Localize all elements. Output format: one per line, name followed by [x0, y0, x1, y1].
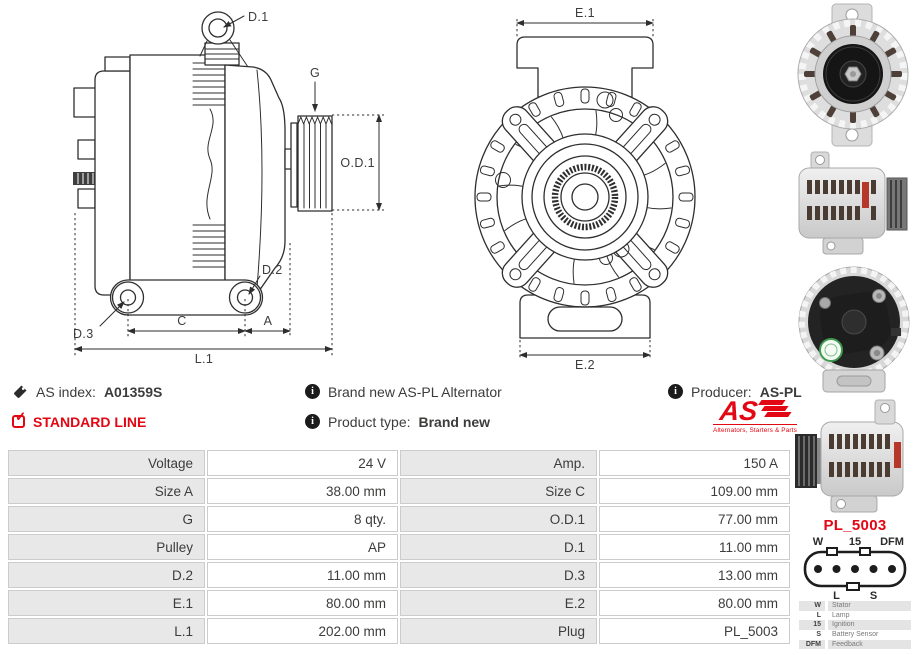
plug-pin-legend: W Stator L Lamp 15 Ignition S Battery Se…	[799, 601, 911, 650]
pin-label-15: 15	[849, 536, 861, 548]
as-pl-logo-subtitle: Alternators, Starters & Parts	[713, 424, 797, 434]
spec-value-cell: 8 qty.	[207, 506, 398, 532]
spec-label-cell: L.1	[8, 618, 205, 644]
legend-row: 15 Ignition	[799, 620, 911, 631]
spec-label-cell: Voltage	[8, 450, 205, 476]
dim-label-c: C	[177, 314, 186, 328]
pin-label-l: L	[833, 590, 840, 600]
as-index-row: AS index: A01359S	[12, 383, 162, 400]
standard-line-row: ✓ STANDARD LINE	[12, 410, 147, 430]
brand-new-text: Brand new AS-PL Alternator	[328, 383, 502, 400]
spec-value-cell: 109.00 mm	[599, 478, 790, 504]
dim-label-a: A	[264, 314, 273, 328]
dim-label-e2: E.2	[575, 358, 595, 371]
spec-value-cell: 77.00 mm	[599, 506, 790, 532]
spec-label-cell: D.1	[400, 534, 597, 560]
spec-label-cell: Size A	[8, 478, 205, 504]
side-view-drawing: D.1 G O.D.1 D.2 D.3	[73, 10, 384, 366]
checkbox-checked-icon: ✓	[12, 410, 26, 428]
spec-value-cell: 11.00 mm	[599, 534, 790, 560]
as-pl-logo: AS Alternators, Starters & Parts	[712, 396, 798, 434]
info-icon: i	[305, 414, 320, 429]
product-photo-side-right	[798, 151, 908, 255]
legend-row: W Stator	[799, 601, 911, 611]
tag-icon	[14, 385, 27, 398]
dim-label-e1: E.1	[575, 6, 595, 20]
spec-value-cell: 24 V	[207, 450, 398, 476]
dim-label-g: G	[310, 66, 320, 80]
spec-label-cell: D.2	[8, 562, 205, 588]
spec-label-cell: Plug	[400, 618, 597, 644]
product-type-row: i Product type: Brand new	[305, 413, 490, 430]
info-icon: i	[305, 384, 320, 399]
as-pl-logo-stripes	[758, 400, 792, 418]
legend-row: S Battery Sensor	[799, 630, 911, 640]
legend-row: L Lamp	[799, 610, 911, 621]
spec-value-cell: 150 A	[599, 450, 790, 476]
plug-connector-diagram: W 15 DFM L S	[803, 536, 907, 600]
dim-label-od1: O.D.1	[340, 156, 375, 170]
producer-row: i Producer: AS-PL	[668, 383, 802, 400]
product-type-label: Product type:	[328, 413, 411, 430]
product-photo-front	[797, 3, 909, 147]
legend-row: DFM Feedback	[799, 639, 911, 650]
spec-label-cell: G	[8, 506, 205, 532]
spec-label-cell: D.3	[400, 562, 597, 588]
front-view-drawing: E.1 E.2	[474, 6, 696, 371]
spec-table: Voltage 24 V Amp. 150 A Size A 38.00 mm …	[8, 450, 790, 644]
producer-label: Producer:	[691, 383, 752, 400]
spec-label-cell: E.1	[8, 590, 205, 616]
dim-label-d3: D.3	[73, 327, 94, 341]
spec-value-cell: 80.00 mm	[207, 590, 398, 616]
as-index-value: A01359S	[103, 383, 163, 400]
dim-label-d2: D.2	[262, 263, 283, 277]
dim-label-d1: D.1	[248, 10, 269, 24]
producer-value: AS-PL	[759, 383, 802, 400]
standard-line-label: STANDARD LINE	[33, 413, 147, 430]
spec-value-cell: 11.00 mm	[207, 562, 398, 588]
product-type-value: Brand new	[418, 413, 491, 430]
spec-label-cell: Amp.	[400, 450, 597, 476]
spec-value-cell: 202.00 mm	[207, 618, 398, 644]
as-pl-logo-text: AS	[718, 396, 760, 426]
plug-name: PL_5003	[823, 517, 887, 534]
spec-value-cell: AP	[207, 534, 398, 560]
dim-label-l1: L.1	[195, 352, 214, 366]
pin-label-dfm: DFM	[880, 536, 904, 548]
as-index-label: AS index:	[36, 383, 96, 400]
spec-label-cell: Size C	[400, 478, 597, 504]
product-photo-side-left	[795, 399, 904, 513]
brand-new-row: i Brand new AS-PL Alternator	[305, 383, 502, 400]
info-icon: i	[668, 384, 683, 399]
pin-label-w: W	[813, 536, 824, 548]
spec-label-cell: O.D.1	[400, 506, 597, 532]
spec-value-cell: 38.00 mm	[207, 478, 398, 504]
spec-value-cell: 80.00 mm	[599, 590, 790, 616]
spec-label-cell: E.2	[400, 590, 597, 616]
spec-value-cell: 13.00 mm	[599, 562, 790, 588]
spec-label-cell: Pulley	[8, 534, 205, 560]
pin-label-s: S	[870, 590, 877, 600]
spec-value-cell: PL_5003	[599, 618, 790, 644]
product-photo-rear	[798, 266, 910, 393]
